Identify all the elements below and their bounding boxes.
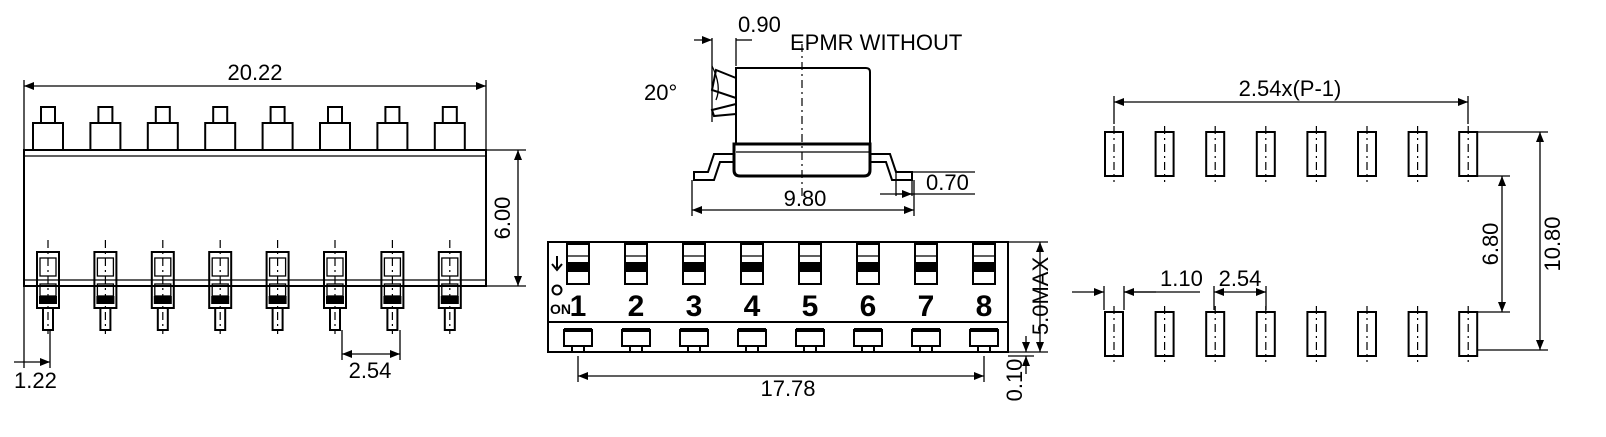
switch-slot: 7	[911, 243, 941, 353]
pin	[208, 240, 233, 334]
side-view: 0.90 EPMR WITHOUT 20° 9.80 0.70	[644, 12, 975, 216]
footprint-pad	[1104, 126, 1124, 182]
dim-height-max-label: 5.0MAX	[1028, 257, 1053, 336]
pin	[150, 240, 175, 334]
switch-slot: 3	[679, 243, 709, 353]
switch-number: 8	[976, 290, 993, 323]
on-label: ON	[550, 301, 571, 317]
footprint-pad	[1255, 306, 1276, 362]
dim-span-label: 17.78	[760, 376, 815, 401]
top-view: 20.22 6.00 1.22 2.54	[14, 60, 526, 393]
switch-number: 6	[860, 290, 877, 323]
switch-number: 2	[628, 290, 645, 323]
on-marking: ON	[550, 256, 571, 317]
switch-slot: 5	[795, 243, 825, 353]
switch-slot: 6	[853, 243, 883, 353]
dim-row-length-label: 2.54x(P-1)	[1239, 76, 1342, 101]
switch-body-front	[547, 241, 1009, 353]
dim-width-label: 20.22	[227, 60, 282, 85]
pin	[265, 240, 290, 334]
dim-height-label: 6.00	[490, 197, 515, 240]
pin	[36, 240, 60, 334]
dim-lead-thickness-label: 0.90	[738, 12, 781, 37]
pin	[93, 240, 118, 334]
actuator	[433, 106, 466, 151]
actuator	[89, 106, 122, 151]
footprint-pad	[1458, 306, 1479, 362]
switch-body-outline	[23, 149, 487, 287]
switch-slot: 2	[621, 243, 651, 353]
actuator	[319, 106, 351, 151]
pcb-footprint: 2.54x(P-1) 10.80 6.80 1.10 2.54	[1072, 76, 1565, 362]
actuator	[376, 106, 409, 151]
switch-number: 3	[686, 290, 703, 323]
footprint-pad	[1154, 126, 1175, 182]
footprint-pad	[1306, 126, 1327, 182]
footprint-pad	[1357, 126, 1377, 182]
footprint-pad	[1205, 306, 1226, 362]
dim-lead-width-label: 0.70	[926, 170, 969, 195]
footprint-pad	[1255, 126, 1276, 182]
switch-number: 4	[744, 290, 761, 323]
dim-standoff-label: 0.10	[1002, 359, 1027, 402]
actuator	[261, 106, 294, 151]
actuator	[204, 106, 237, 151]
switch-number: 1	[570, 290, 587, 323]
footprint-pad	[1407, 126, 1428, 182]
switch-slot: 4	[737, 243, 767, 353]
switch-slot: 1	[563, 243, 593, 353]
dim-angle-label: 20°	[644, 80, 677, 105]
switch-number: 7	[918, 290, 935, 323]
footprint-pad	[1458, 126, 1479, 182]
dim-pitch-label: 2.54	[349, 358, 392, 383]
actuator	[32, 106, 64, 151]
pin	[323, 240, 347, 334]
dim-inner-label: 6.80	[1478, 223, 1503, 266]
footprint-pad	[1104, 306, 1124, 362]
note-label: EPMR WITHOUT	[790, 30, 962, 55]
dim-pitch-label: 2.54	[1219, 266, 1262, 291]
pin	[437, 240, 462, 334]
footprint-pad	[1357, 306, 1377, 362]
switch-slot: 8	[969, 243, 999, 353]
actuator	[146, 106, 179, 151]
dim-pad-width-label: 1.10	[1160, 266, 1203, 291]
dim-outer-label: 10.80	[1540, 216, 1565, 271]
footprint-pad	[1407, 306, 1428, 362]
dim-pin-offset-label: 1.22	[14, 368, 57, 393]
pin	[380, 240, 405, 334]
front-view: 1 2 3 4 5 6 7 8 ON 5.0MAX 0.10 17.78	[547, 241, 1053, 402]
footprint-pad	[1205, 126, 1226, 182]
switch-number: 5	[802, 290, 819, 323]
footprint-pad	[1306, 306, 1327, 362]
dim-span-label: 9.80	[784, 186, 827, 211]
footprint-pad	[1154, 306, 1175, 362]
